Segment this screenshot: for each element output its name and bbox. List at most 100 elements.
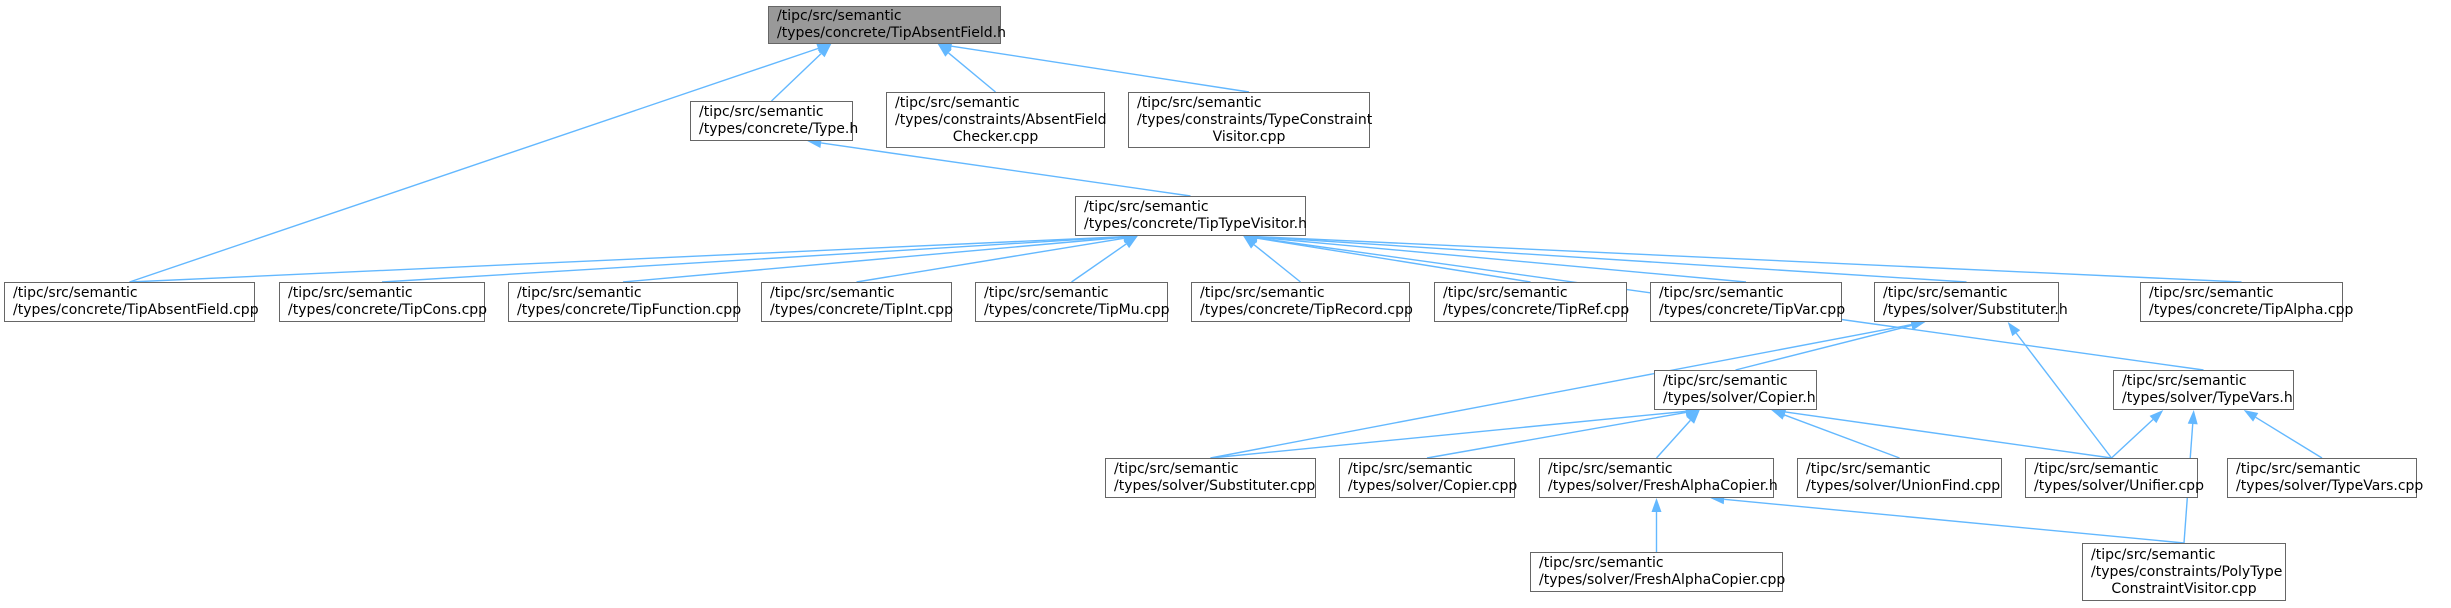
node-tipmu-cpp[interactable]: /tipc/src/semantic /types/concrete/TipMu… <box>975 282 1170 322</box>
arrowhead-typevars_h <box>2149 410 2164 424</box>
node-line: /types/concrete/TipRef.cpp <box>1443 302 1630 318</box>
node-line: /types/constraints/PolyType <box>2091 563 2283 580</box>
node-typeconstraintvisitor-cpp[interactable]: /tipc/src/semantic /types/constraints/Ty… <box>1128 92 1373 148</box>
edge-type_h-to-absent_h <box>771 53 822 102</box>
node-tiprecord-cpp[interactable]: /tipc/src/semantic /types/concrete/TipRe… <box>1191 282 1413 322</box>
node-line: /types/solver/Substituter.h <box>1883 302 2068 318</box>
node-line: /types/solver/Unifier.cpp <box>2034 478 2204 494</box>
edge-unifier_cpp-to-subst_h <box>2015 332 2113 459</box>
node-line: /tipc/src/semantic <box>517 285 642 301</box>
node-line: /tipc/src/semantic <box>1883 285 2008 301</box>
node-tipabsentfield-cpp[interactable]: /tipc/src/semantic /types/concrete/TipAb… <box>4 282 259 322</box>
node-line: /types/solver/Copier.h <box>1663 390 1816 406</box>
node-line: /tipc/src/semantic <box>2149 285 2274 301</box>
node-line: /tipc/src/semantic <box>2236 461 2361 477</box>
edge-polytype_cpp-to-fresh_h <box>1724 498 2185 544</box>
node-line: /tipc/src/semantic <box>1200 285 1325 301</box>
node-line: Visitor.cpp <box>1212 128 1286 145</box>
node-tipfunction-cpp[interactable]: /tipc/src/semantic /types/concrete/TipFu… <box>508 282 742 322</box>
node-line: /tipc/src/semantic <box>2091 546 2216 563</box>
node-line: ConstraintVisitor.cpp <box>2111 580 2257 597</box>
node-line: /types/concrete/TipCons.cpp <box>288 302 488 318</box>
node-line: /types/concrete/TipVar.cpp <box>1659 302 1846 318</box>
edge-unionfind_cpp-to-copier_h <box>1784 414 1900 459</box>
arrowhead-copier_h <box>1686 410 1700 424</box>
node-line: /tipc/src/semantic <box>1663 373 1788 389</box>
node-line: /tipc/src/semantic <box>1084 199 1209 215</box>
node-tipint-cpp[interactable]: /tipc/src/semantic /types/concrete/TipIn… <box>761 282 954 322</box>
node-tipcons-cpp[interactable]: /tipc/src/semantic /types/concrete/TipCo… <box>279 282 488 322</box>
node-unifier-cpp[interactable]: /tipc/src/semantic /types/solver/Unifier… <box>2025 458 2204 498</box>
node-line: /types/concrete/TipAbsentField.cpp <box>13 302 259 318</box>
node-line: /tipc/src/semantic <box>2122 373 2247 389</box>
arrowhead-absent_h <box>817 44 832 58</box>
node-substituter-cpp[interactable]: /tipc/src/semantic /types/solver/Substit… <box>1105 458 1316 498</box>
node-freshalphacopier-cpp[interactable]: /tipc/src/semantic /types/solver/FreshAl… <box>1530 552 1786 592</box>
node-tiptypevisitor-h[interactable]: /tipc/src/semantic /types/concrete/TipTy… <box>1075 196 1307 236</box>
node-line: /tipc/src/semantic <box>1548 461 1673 477</box>
edge-copier_cpp-to-copier_h <box>1426 411 1687 459</box>
node-line: /tipc/src/semantic <box>13 285 138 301</box>
node-tipalpha-cpp[interactable]: /tipc/src/semantic /types/concrete/TipAl… <box>2140 282 2354 322</box>
node-line: /types/solver/FreshAlphaCopier.cpp <box>1539 572 1786 588</box>
node-typevars-h[interactable]: /tipc/src/semantic /types/solver/TypeVar… <box>2113 370 2294 410</box>
node-line: /tipc/src/semantic <box>1659 285 1784 301</box>
node-line: /tipc/src/semantic <box>1539 555 1664 571</box>
arrowhead-absent_h <box>816 43 832 54</box>
node-line: /types/solver/FreshAlphaCopier.h <box>1548 478 1778 494</box>
edge-subst_cpp-to-copier_h <box>1210 410 1686 459</box>
node-polytypeconstraintvisitor-cpp[interactable]: /tipc/src/semantic /types/constraints/Po… <box>2082 543 2286 601</box>
edge-fresh_h-to-copier_h <box>1655 419 1691 459</box>
node-type-h[interactable]: /tipc/src/semantic /types/concrete/Type.… <box>690 101 859 141</box>
arrowhead-subst_h <box>2007 322 2021 337</box>
node-line: /tipc/src/semantic <box>1137 94 1262 111</box>
edge-int_cpp-to-tiptypevis <box>856 237 1125 283</box>
node-absentfieldchecker-cpp[interactable]: /tipc/src/semantic /types/constraints/Ab… <box>886 92 1107 148</box>
edge-unifier_cpp-to-typevars_h <box>2111 419 2154 459</box>
node-tipvar-cpp[interactable]: /tipc/src/semantic /types/concrete/TipVa… <box>1650 282 1846 322</box>
edge-copier_h-to-subst_h <box>1735 324 1912 371</box>
edge-var_cpp-to-tiptypevis <box>1257 236 1747 283</box>
arrowhead-typevars_h <box>2187 410 2198 425</box>
node-tipref-cpp[interactable]: /tipc/src/semantic /types/concrete/TipRe… <box>1434 282 1630 322</box>
edge-unifier_cpp-to-copier_h <box>1785 411 2112 459</box>
node-line: /types/concrete/TipInt.cpp <box>770 302 954 318</box>
edge-absent_cpp-to-absent_h <box>129 47 819 283</box>
arrowhead-tiptypevis <box>1123 236 1138 249</box>
node-line: /tipc/src/semantic <box>770 285 895 301</box>
node-line: /types/concrete/TipAlpha.cpp <box>2149 302 2354 318</box>
node-typevars-cpp[interactable]: /tipc/src/semantic /types/solver/TypeVar… <box>2227 458 2424 498</box>
node-substituter-h[interactable]: /tipc/src/semantic /types/solver/Substit… <box>1874 282 2068 322</box>
node-line: /types/concrete/TipRecord.cpp <box>1200 302 1413 318</box>
edge-typevars_cpp-to-typevars_h <box>2255 416 2323 459</box>
node-line: /tipc/src/semantic <box>1348 461 1473 477</box>
node-line: /types/solver/Copier.cpp <box>1348 478 1518 494</box>
node-line: /types/concrete/TipFunction.cpp <box>517 302 742 318</box>
node-line: /types/constraints/TypeConstraint <box>1137 111 1373 128</box>
node-copier-h[interactable]: /tipc/src/semantic /types/solver/Copier.… <box>1654 370 1817 410</box>
node-line: /types/concrete/TipMu.cpp <box>984 302 1170 318</box>
edge-alpha_cpp-to-tiptypevis <box>1257 235 2242 283</box>
node-line: /tipc/src/semantic <box>699 104 824 120</box>
edge-cons_cpp-to-tiptypevis <box>381 236 1124 283</box>
node-line: /types/solver/TypeVars.cpp <box>2236 478 2424 494</box>
edge-record_cpp-to-tiptypevis <box>1253 244 1301 283</box>
node-line: /types/concrete/Type.h <box>699 121 859 137</box>
node-line: /types/solver/UnionFind.cpp <box>1806 478 2001 494</box>
arrowhead-subst_h <box>1910 319 1926 330</box>
node-line: Checker.cpp <box>952 128 1039 145</box>
node-line: /types/concrete/TipTypeVisitor.h <box>1084 216 1307 232</box>
node-tipabsentfield-h[interactable]: /tipc/src/semantic /types/concrete/TipAb… <box>768 6 1006 44</box>
node-freshalphacopier-h[interactable]: /tipc/src/semantic /types/solver/FreshAl… <box>1539 458 1778 498</box>
arrowhead-absent_h <box>937 44 952 57</box>
node-copier-cpp[interactable]: /tipc/src/semantic /types/solver/Copier.… <box>1339 458 1518 498</box>
node-unionfind-cpp[interactable]: /tipc/src/semantic /types/solver/UnionFi… <box>1797 458 2002 498</box>
node-line: /types/solver/Substituter.cpp <box>1114 478 1316 494</box>
node-line: /tipc/src/semantic <box>2034 461 2159 477</box>
node-line: /types/constraints/AbsentField <box>895 111 1107 128</box>
node-line: /tipc/src/semantic <box>777 8 902 24</box>
node-line: /tipc/src/semantic <box>984 285 1109 301</box>
arrowhead-tiptypevis <box>1243 236 1258 249</box>
node-line: /tipc/src/semantic <box>288 285 413 301</box>
